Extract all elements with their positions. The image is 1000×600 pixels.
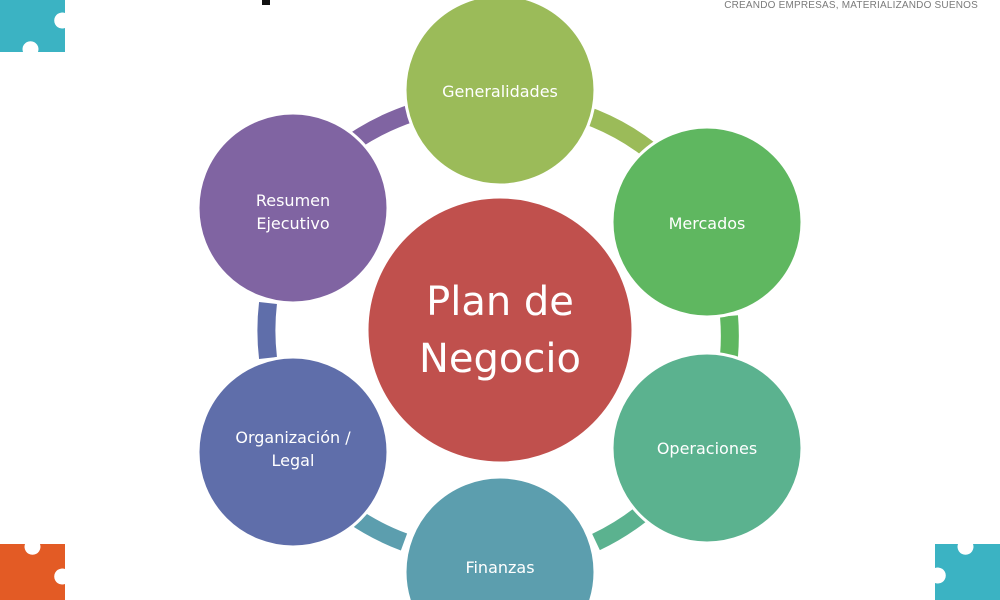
node-label: Mercados (669, 214, 746, 233)
node-label: Operaciones (657, 439, 757, 458)
node-label-line2: Legal (272, 451, 315, 470)
connector-operaciones-finanzas (592, 507, 646, 551)
node-label-line1: Resumen (256, 191, 330, 210)
node-finanzas: Finanzas (403, 475, 597, 600)
node-circle (610, 351, 804, 545)
node-label-line2: Ejecutivo (256, 214, 329, 233)
node-circle (403, 475, 597, 600)
node-circle (403, 0, 597, 187)
title-fragment (262, 0, 270, 5)
center-label-line2: Negocio (419, 336, 581, 382)
puzzle-piece-bottom-right-icon (935, 544, 1000, 600)
tagline: CREANDO EMPRESAS, MATERIALIZANDO SUENOS (724, 0, 978, 11)
node-label: Generalidades (442, 82, 558, 101)
connector-organizacion-resumen (257, 301, 277, 360)
node-circle (610, 125, 804, 319)
node-circle (196, 355, 390, 549)
puzzle-piece-bottom-left-icon (0, 544, 65, 600)
connector-mercados-operaciones (720, 315, 739, 357)
node-label: Finanzas (465, 558, 534, 577)
node-resumen-ejecutivo: Resumen Ejecutivo (196, 111, 390, 305)
puzzle-piece-top-left-icon (0, 0, 65, 52)
center-node: Plan de Negocio (365, 195, 635, 465)
node-operaciones: Operaciones (610, 351, 804, 545)
node-circle (196, 111, 390, 305)
connector-resumen-generalidades (351, 104, 415, 148)
node-label-line1: Organización / (235, 428, 351, 447)
node-mercados: Mercados (610, 125, 804, 319)
node-generalidades: Generalidades (403, 0, 597, 187)
node-organizacion-legal: Organización / Legal (196, 355, 390, 549)
center-label-line1: Plan de (426, 279, 574, 325)
center-circle (365, 195, 635, 465)
